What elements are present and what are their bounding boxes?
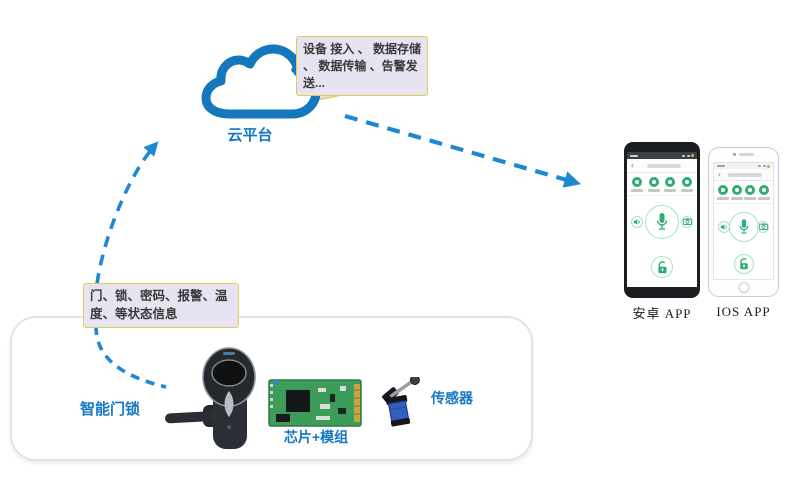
smart-lock-label: 智能门锁 xyxy=(80,401,141,418)
app-nav-bar: ‹ xyxy=(714,169,773,181)
unlock-icon xyxy=(651,256,673,279)
home-button xyxy=(738,282,749,293)
cloud-callout-text: 设备 接入 、 数据存储 、 数据传输 、告警发送... xyxy=(303,42,422,90)
feature-icon-2 xyxy=(647,177,660,192)
cloud-callout: 设备 接入 、 数据存储 、 数据传输 、告警发送... xyxy=(296,36,428,97)
chip-module-label: 芯片+模组 xyxy=(283,429,349,445)
feature-icon-row xyxy=(714,181,773,204)
feature-icon-4 xyxy=(758,185,771,200)
camera-icon xyxy=(681,215,693,228)
feature-icon-1 xyxy=(631,177,644,192)
smart-lock-image xyxy=(165,347,256,449)
feature-icon-1 xyxy=(716,185,729,200)
device-container xyxy=(10,316,533,461)
unlock-icon xyxy=(733,254,754,275)
voice-control-row xyxy=(627,196,697,248)
back-arrow-icon: ‹ xyxy=(718,169,721,179)
ios-phone: ‹ xyxy=(708,147,779,297)
status-bar xyxy=(714,163,773,169)
microphone-icon xyxy=(728,211,759,242)
front-camera-icon xyxy=(733,153,736,156)
status-bar xyxy=(627,152,697,159)
chip-module-image xyxy=(268,379,362,427)
feature-icon-3 xyxy=(744,185,757,200)
status-time-placeholder xyxy=(717,165,725,167)
android-app-screen: ‹ xyxy=(627,152,697,287)
dashed-arrow-up xyxy=(95,141,159,285)
app-nav-bar: ‹ xyxy=(627,159,697,173)
unlock-row xyxy=(714,250,773,280)
app-title-placeholder xyxy=(634,163,693,168)
camera-icon xyxy=(757,220,769,233)
feature-icon-2 xyxy=(730,185,743,200)
app-title-placeholder xyxy=(721,172,769,177)
sensor-image xyxy=(382,377,420,427)
ios-app-label: IOS APP xyxy=(716,304,771,319)
ios-app-screen: ‹ xyxy=(713,162,774,280)
dashed-curve-to-lock xyxy=(94,325,167,389)
sensor-label: 传感器 xyxy=(431,390,473,406)
status-time-placeholder xyxy=(630,154,638,157)
android-phone: ‹ xyxy=(624,142,700,298)
battery-icon xyxy=(691,154,694,157)
speaker-icon xyxy=(631,215,643,228)
microphone-icon xyxy=(645,204,679,239)
feature-icon-3 xyxy=(664,177,677,192)
feature-icon-4 xyxy=(680,177,693,192)
voice-control-row xyxy=(714,204,773,250)
unlock-row xyxy=(627,248,697,288)
feature-icon-row xyxy=(627,173,697,196)
status-callout: 门、锁、密码、报警、温度、等状态信息 xyxy=(83,283,239,328)
back-arrow-icon: ‹ xyxy=(631,160,634,170)
battery-icon xyxy=(767,164,770,168)
dashed-arrow-to-apps xyxy=(344,113,582,188)
android-app-label: 安卓 APP xyxy=(632,306,692,321)
status-callout-text: 门、锁、密码、报警、温度、等状态信息 xyxy=(90,289,228,321)
ios-earpiece xyxy=(709,153,778,156)
cloud-label: 云平台 xyxy=(227,127,273,144)
